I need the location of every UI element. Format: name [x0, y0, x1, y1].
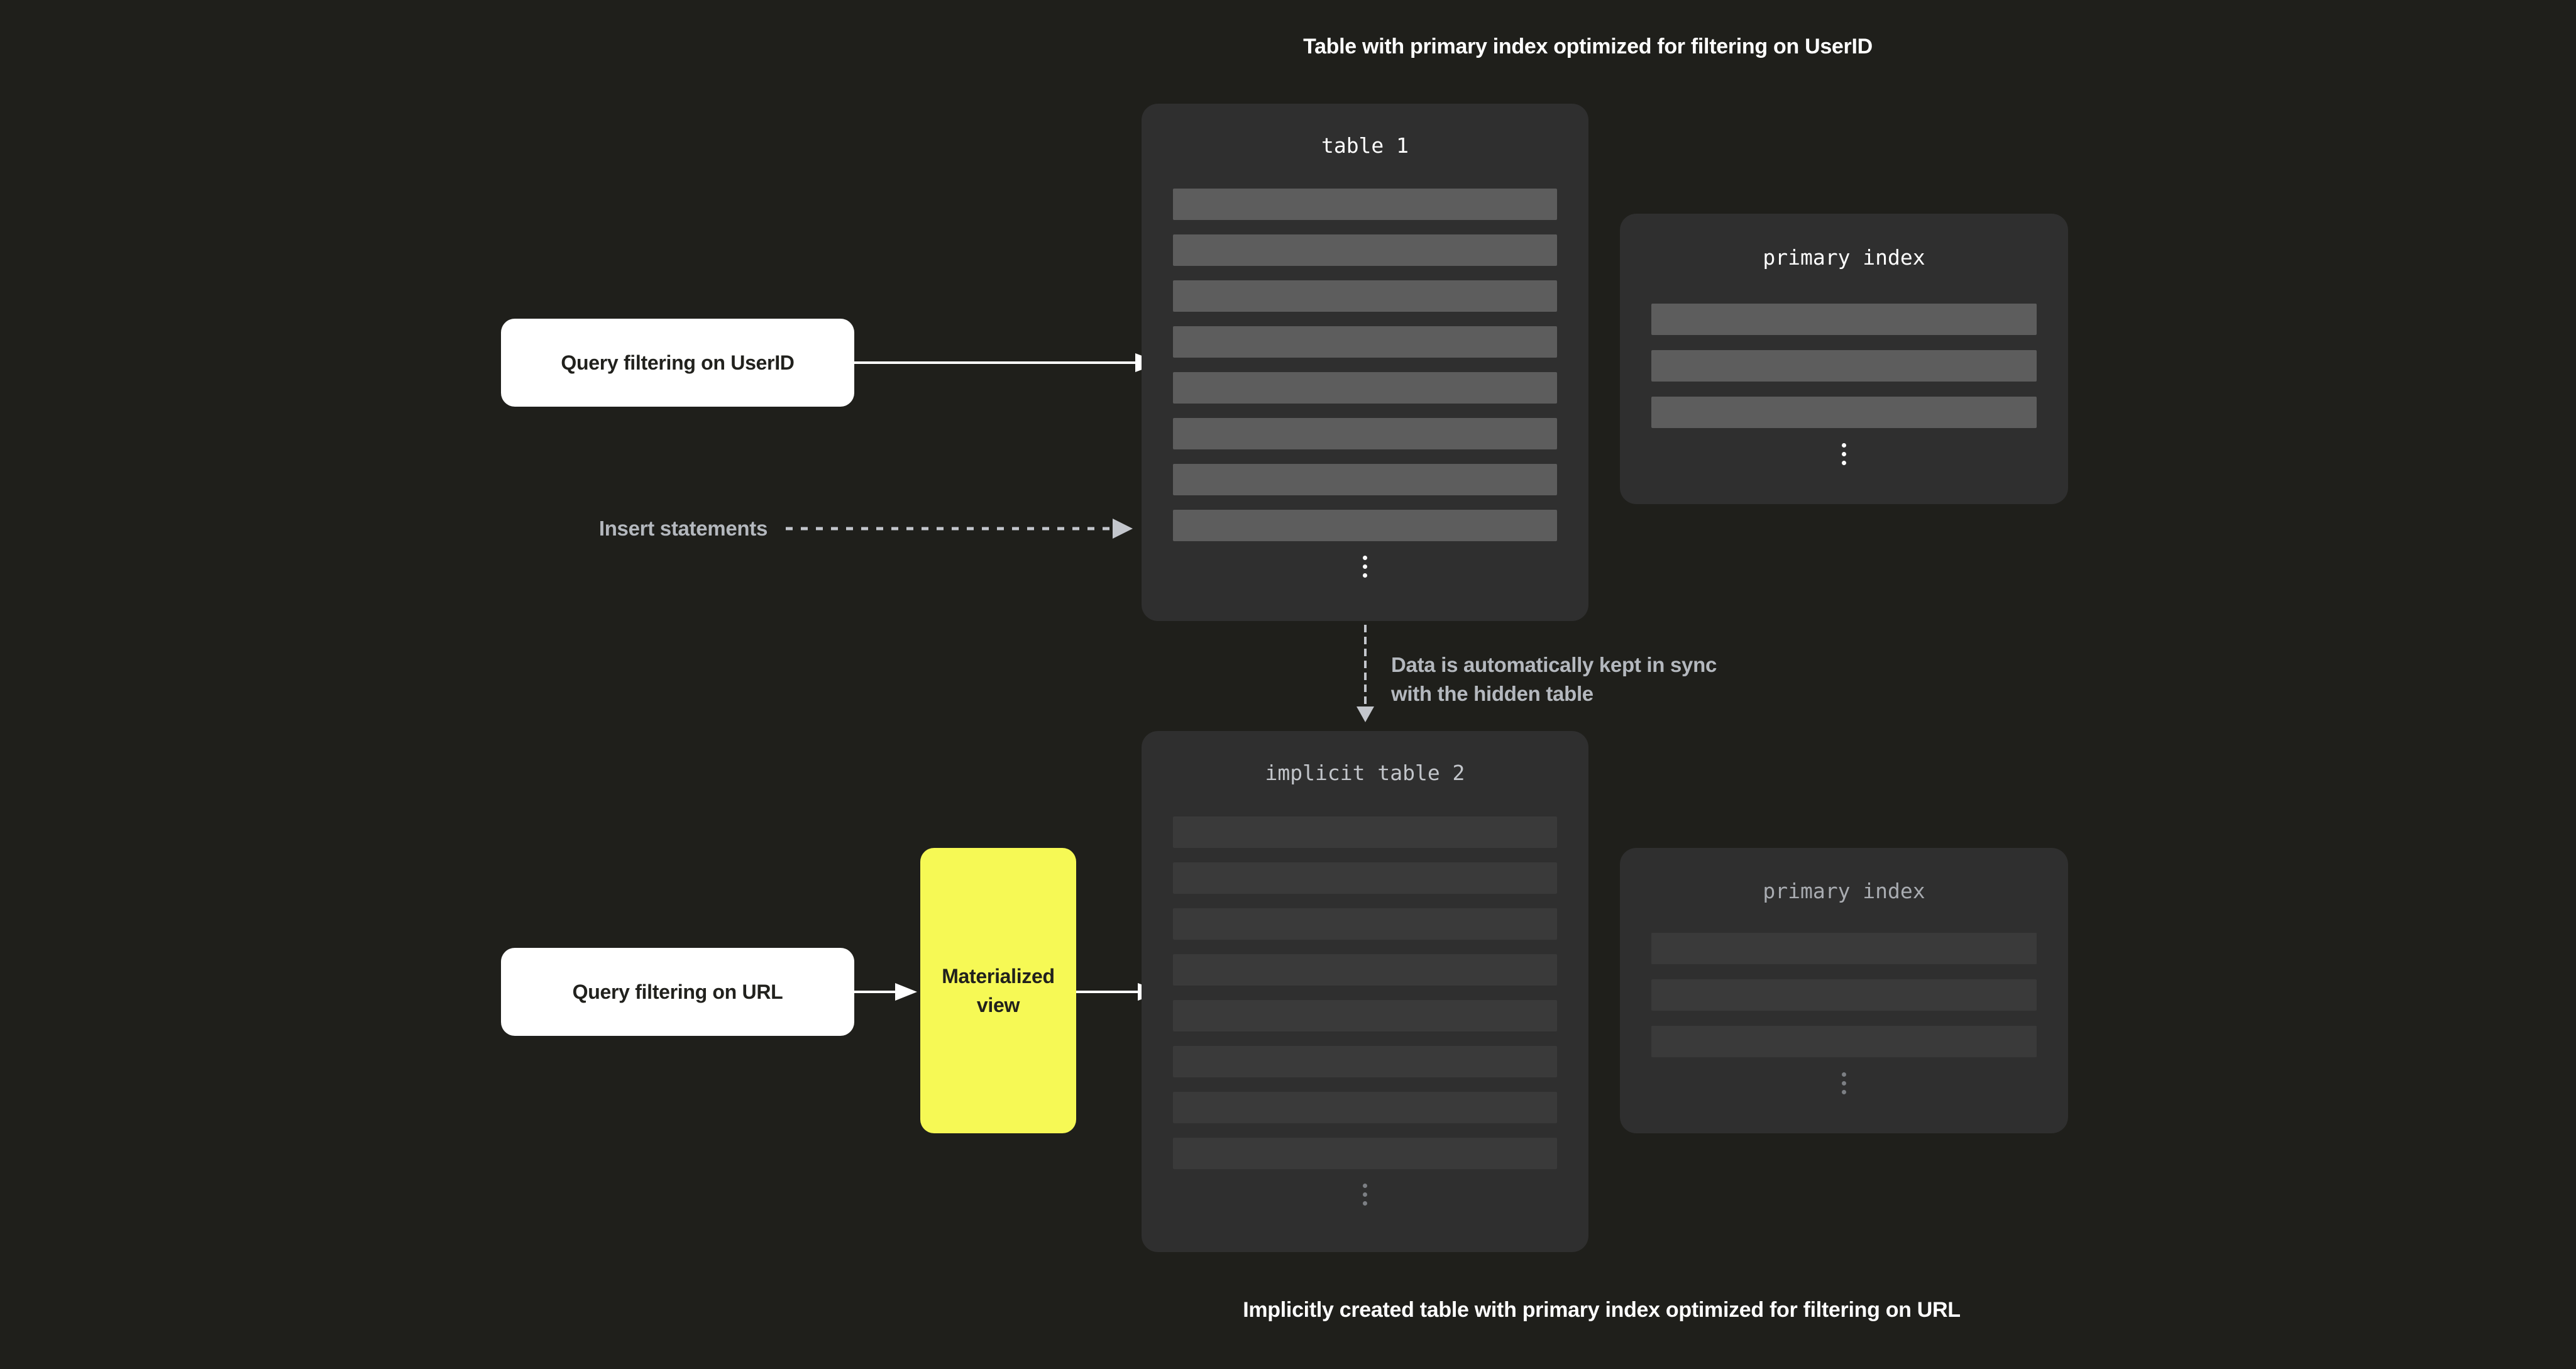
- table1-rows: [1142, 189, 1588, 541]
- table-row: [1651, 933, 2037, 964]
- arrow-query-url-to-materialized-view: [854, 983, 917, 1001]
- table-row: [1651, 350, 2037, 382]
- table2-title: implicit table 2: [1265, 761, 1465, 785]
- node-materialized-view: Materialized view: [920, 848, 1076, 1133]
- table2-panel: implicit table 2: [1142, 731, 1588, 1252]
- table-row: [1173, 908, 1557, 940]
- sync-annotation-line2: with the hidden table: [1391, 682, 1593, 705]
- primary-index-bottom-panel: primary index: [1620, 848, 2068, 1133]
- arrow-insert-statements-dashed: [786, 519, 1133, 539]
- table-row: [1173, 816, 1557, 848]
- primary-index-bottom-rows: [1620, 933, 2068, 1057]
- node-materialized-view-label: Materialized view: [942, 965, 1055, 1016]
- table-row: [1173, 1138, 1557, 1169]
- primary-index-top-rows: [1620, 304, 2068, 428]
- table-row: [1651, 304, 2037, 335]
- table-row: [1173, 372, 1557, 404]
- table-row: [1173, 862, 1557, 894]
- sync-annotation: Data is automatically kept in sync with …: [1391, 651, 1957, 708]
- table-row: [1173, 189, 1557, 220]
- node-query-filtering-url: Query filtering on URL: [501, 948, 854, 1036]
- table1-panel: table 1: [1142, 104, 1588, 621]
- table-row: [1651, 979, 2037, 1011]
- insert-statements-label: Insert statements: [598, 517, 768, 540]
- table2-rows: [1142, 816, 1588, 1169]
- arrow-query-userid-to-table1: [854, 353, 1160, 372]
- more-rows-ellipsis-icon: [1620, 443, 2068, 465]
- table-row: [1173, 1000, 1557, 1031]
- more-rows-ellipsis-icon: [1620, 1072, 2068, 1094]
- table-row: [1173, 954, 1557, 986]
- table-row: [1173, 326, 1557, 358]
- primary-index-bottom-title: primary index: [1763, 879, 1925, 903]
- primary-index-top-panel: primary index: [1620, 214, 2068, 504]
- table-row: [1173, 280, 1557, 312]
- more-rows-ellipsis-icon: [1142, 556, 1588, 578]
- table-row: [1173, 1092, 1557, 1123]
- node-query-filtering-url-label: Query filtering on URL: [572, 981, 783, 1003]
- node-query-filtering-userid-label: Query filtering on UserID: [561, 351, 795, 374]
- table-row: [1173, 464, 1557, 495]
- arrow-sync-dashed-down: [1357, 625, 1374, 722]
- caption-top: Table with primary index optimized for f…: [1303, 35, 1873, 58]
- table-row: [1173, 234, 1557, 266]
- table1-title: table 1: [1321, 133, 1409, 158]
- caption-bottom: Implicitly created table with primary in…: [1243, 1298, 1961, 1322]
- table-row: [1651, 1026, 2037, 1057]
- table-row: [1173, 1046, 1557, 1077]
- table-row: [1651, 397, 2037, 428]
- primary-index-top-title: primary index: [1763, 245, 1925, 270]
- node-query-filtering-userid: Query filtering on UserID: [501, 319, 854, 407]
- table-row: [1173, 510, 1557, 541]
- more-rows-ellipsis-icon: [1142, 1184, 1588, 1206]
- sync-annotation-line1: Data is automatically kept in sync: [1391, 653, 1717, 676]
- table-row: [1173, 418, 1557, 449]
